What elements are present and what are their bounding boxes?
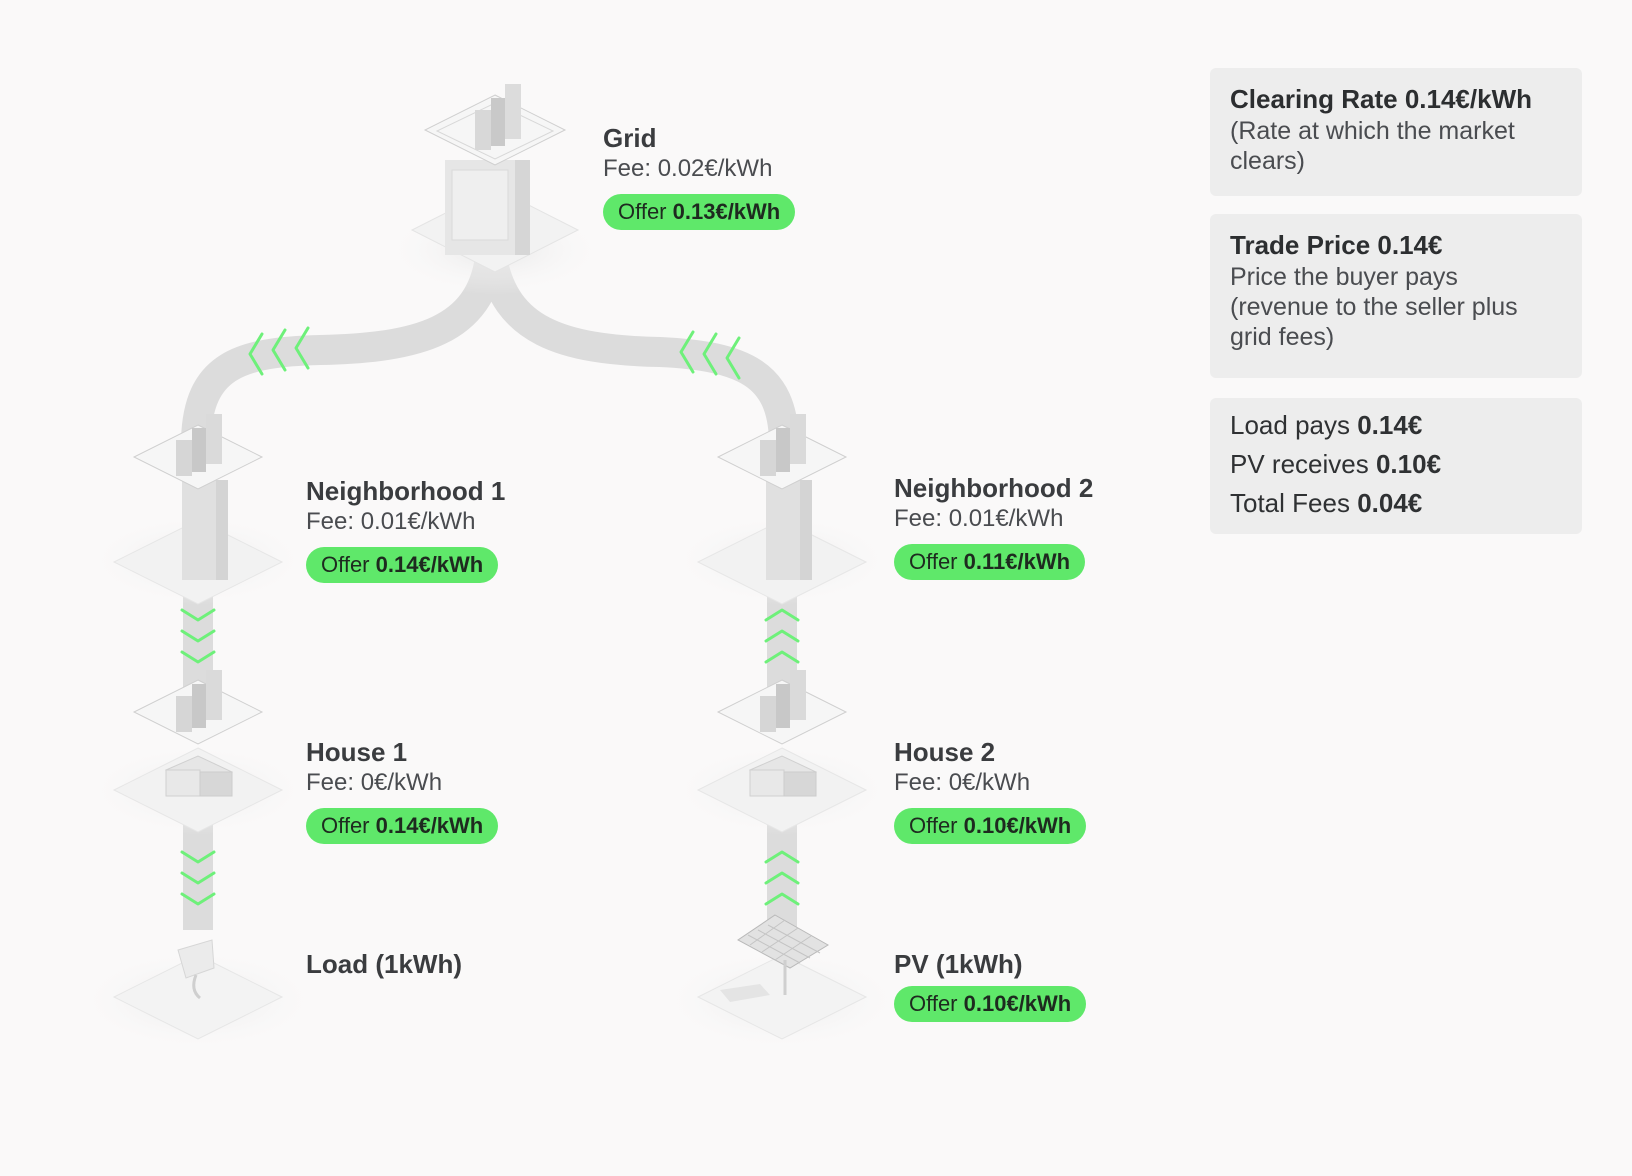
summary-label: Load pays xyxy=(1230,410,1350,440)
grid-fee: Fee: 0.02€/kWh xyxy=(603,155,773,182)
clearing-rate-title: Clearing Rate 0.14€/kWh xyxy=(1230,84,1532,114)
house1-fee: Fee: 0€/kWh xyxy=(306,769,443,796)
neighborhood2-title: Neighborhood 2 xyxy=(894,473,1094,503)
flow-connections xyxy=(181,254,799,930)
offer-value: 0.14€/kWh xyxy=(375,552,484,577)
chevron-up-icon xyxy=(764,629,800,643)
summary-row-load: Load pays 0.14€ xyxy=(1230,406,1562,445)
neighborhood2-building-icon xyxy=(672,414,892,605)
chevron-down-icon xyxy=(180,892,216,906)
neighborhood1-offer-badge: Offer 0.14€/kWh xyxy=(306,547,499,583)
flow-grid-to-neighborhood2 xyxy=(477,254,799,441)
chevron-down-icon xyxy=(180,650,216,664)
clearing-rate-panel: Clearing Rate 0.14€/kWh (Rate at which t… xyxy=(1210,68,1582,196)
house1-icon xyxy=(88,670,308,835)
house2-label: House 2 Fee: 0€/kWh Offer 0.10€/kWh xyxy=(894,736,1087,844)
summary-label: Total Fees xyxy=(1230,488,1350,518)
chevron-up-icon xyxy=(764,650,800,664)
grid-offer-badge: Offer 0.13€/kWh xyxy=(603,194,796,230)
summary-value: 0.04€ xyxy=(1357,488,1423,518)
chevron-left-icon xyxy=(702,332,718,376)
offer-label: Offer xyxy=(321,552,370,577)
summary-label: PV receives xyxy=(1230,449,1369,479)
chevron-up-icon xyxy=(764,892,800,906)
offer-label: Offer xyxy=(618,199,667,224)
pv-title: PV (1kWh) xyxy=(894,949,1023,979)
neighborhood1-label: Neighborhood 1 Fee: 0.01€/kWh Offer 0.14… xyxy=(306,475,505,583)
house1-offer-badge: Offer 0.14€/kWh xyxy=(306,808,499,844)
payment-summary-panel: Load pays 0.14€ PV receives 0.10€ Total … xyxy=(1210,398,1582,534)
flow-chevrons xyxy=(180,326,800,906)
load-label: Load (1kWh) xyxy=(306,948,462,980)
chevron-left-icon xyxy=(725,336,741,380)
solar-panel-icon xyxy=(662,914,902,1050)
plug-icon xyxy=(78,939,318,1050)
offer-value: 0.13€/kWh xyxy=(672,199,781,224)
offer-value: 0.14€/kWh xyxy=(375,813,484,838)
summary-row-pv: PV receives 0.10€ xyxy=(1230,445,1562,484)
chevron-down-icon xyxy=(180,871,216,885)
house2-icon xyxy=(672,670,892,835)
offer-value: 0.11€/kWh xyxy=(963,549,1071,574)
trade-price-panel: Trade Price 0.14€ Price the buyer pays (… xyxy=(1210,214,1582,378)
offer-value: 0.10€/kWh xyxy=(963,991,1072,1016)
neighborhood2-offer-badge: Offer 0.11€/kWh xyxy=(894,544,1086,580)
chevron-down-icon xyxy=(180,850,216,864)
house1-label: House 1 Fee: 0€/kWh Offer 0.14€/kWh xyxy=(306,736,499,844)
summary-row-fees: Total Fees 0.04€ xyxy=(1230,484,1562,523)
summary-value: 0.10€ xyxy=(1375,449,1442,479)
clearing-rate-description: (Rate at which the market clears) xyxy=(1230,117,1515,175)
chevron-down-icon xyxy=(180,608,216,622)
house2-offer-badge: Offer 0.10€/kWh xyxy=(894,808,1087,844)
chevron-left-icon xyxy=(248,332,264,376)
pv-label: PV (1kWh) Offer 0.10€/kWh xyxy=(894,948,1087,1022)
chevron-left-icon xyxy=(294,326,310,370)
summary-value: 0.14€ xyxy=(1357,410,1423,440)
house1-title: House 1 xyxy=(306,737,408,767)
chevron-up-icon xyxy=(764,871,800,885)
trade-price-title: Trade Price 0.14€ xyxy=(1230,230,1443,260)
pv-offer-badge: Offer 0.10€/kWh xyxy=(894,986,1087,1022)
chevron-left-icon xyxy=(271,328,287,372)
grid-building-icon xyxy=(385,84,605,295)
neighborhood1-fee: Fee: 0.01€/kWh xyxy=(306,508,476,535)
load-title: Load (1kWh) xyxy=(306,949,462,979)
chevron-down-icon xyxy=(180,629,216,643)
neighborhood2-label: Neighborhood 2 Fee: 0.01€/kWh Offer 0.11… xyxy=(894,472,1093,580)
grid-title: Grid xyxy=(603,123,657,153)
house2-title: House 2 xyxy=(894,737,996,767)
offer-label: Offer xyxy=(321,813,370,838)
flow-grid-to-neighborhood1 xyxy=(181,255,505,441)
house2-fee: Fee: 0€/kWh xyxy=(894,769,1031,796)
offer-label: Offer xyxy=(909,813,958,838)
offer-label: Offer xyxy=(909,549,958,574)
grid-label: Grid Fee: 0.02€/kWh Offer 0.13€/kWh xyxy=(603,122,796,230)
chevron-up-icon xyxy=(764,850,800,864)
offer-value: 0.10€/kWh xyxy=(963,813,1072,838)
neighborhood2-fee: Fee: 0.01€/kWh xyxy=(894,505,1064,532)
trade-price-description: Price the buyer pays (revenue to the sel… xyxy=(1230,263,1518,351)
chevron-up-icon xyxy=(764,608,800,622)
neighborhood1-title: Neighborhood 1 xyxy=(306,476,506,506)
chevron-left-icon xyxy=(679,330,695,374)
neighborhood1-building-icon xyxy=(88,414,308,605)
offer-label: Offer xyxy=(909,991,958,1016)
